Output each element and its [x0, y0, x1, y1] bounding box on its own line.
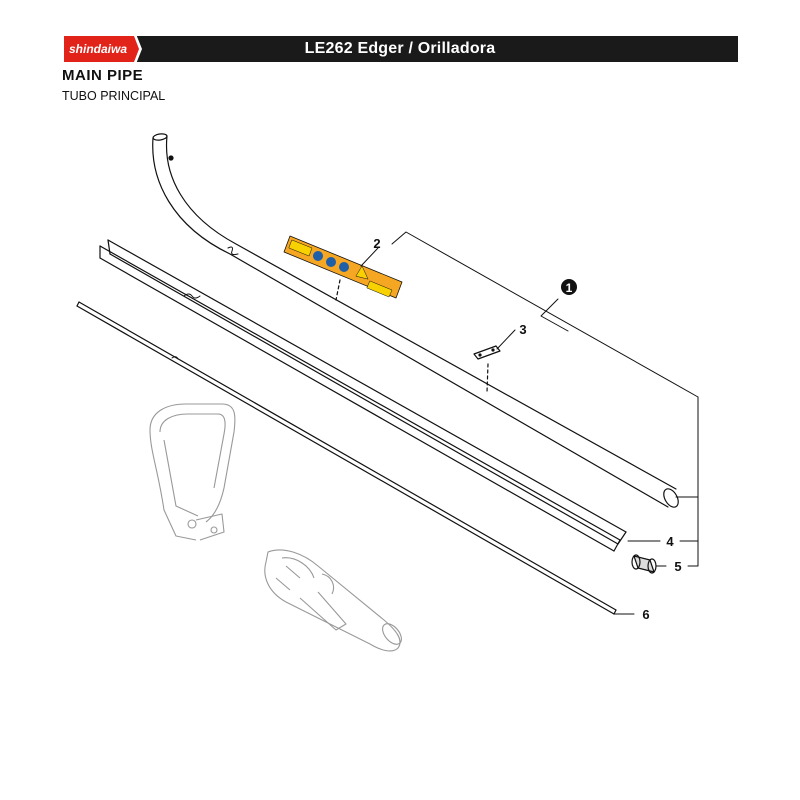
main-pipe — [152, 133, 679, 508]
callout-2: 2 — [373, 236, 380, 251]
leader-lines — [360, 231, 699, 615]
section-title: MAIN PIPE — [62, 67, 144, 84]
callout-1: 1 — [566, 281, 573, 295]
throttle-grip-ghost-illustration — [264, 549, 402, 652]
shindaiwa-logo: shindaiwa — [62, 34, 142, 64]
callout-4: 4 — [666, 534, 674, 549]
liner — [99, 239, 627, 552]
warning-label — [283, 235, 403, 301]
section-subtitle: TUBO PRINCIPAL — [62, 89, 166, 103]
page-title: LE262 Edger / Orilladora — [304, 40, 496, 57]
plate — [473, 345, 501, 393]
header-bar: LE262 Edger / Orilladora — [62, 36, 738, 62]
callout-6: 6 — [642, 607, 649, 622]
brand-text: shindaiwa — [69, 42, 127, 56]
assembly-callout-badge — [561, 279, 577, 295]
bushing — [631, 554, 657, 574]
callout-5: 5 — [674, 559, 681, 574]
handle-ghost-illustration — [149, 403, 236, 541]
drive-shaft — [76, 301, 617, 615]
callout-3: 3 — [519, 322, 526, 337]
